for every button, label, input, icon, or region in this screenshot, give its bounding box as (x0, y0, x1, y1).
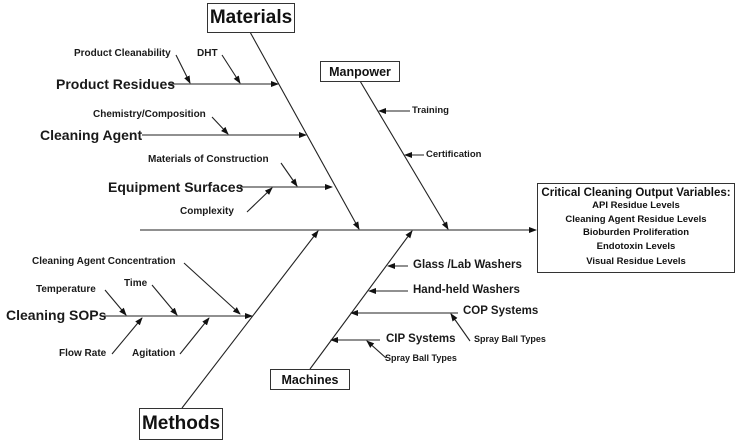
chemistry-arrow (211, 116, 229, 135)
machines-bone (309, 230, 413, 370)
sub-cause-complexity: Complexity (180, 206, 234, 217)
sub-cause-chemistry: Chemistry/Composition (93, 109, 206, 120)
temperature-arrow (104, 289, 127, 316)
complexity-arrow (246, 187, 273, 213)
category-manpower: Manpower (320, 61, 400, 82)
flow-rate-arrow (111, 317, 143, 355)
sub-cause-cip-spray-ball-types: Spray Ball Types (385, 353, 457, 363)
category-machines: Machines (270, 369, 350, 390)
methods-bone (181, 230, 319, 409)
cause-cleaning-agent: Cleaning Agent (40, 127, 143, 143)
time-arrow (151, 284, 178, 316)
materials-bone (249, 31, 360, 230)
sub-cause-agitation: Agitation (132, 348, 176, 359)
product-cleanability-arrow (175, 54, 191, 84)
cause-cip-systems: CIP Systems (386, 333, 456, 345)
agitation-arrow (179, 317, 210, 355)
sub-cause-flow-rate: Flow Rate (59, 348, 107, 359)
category-materials: Materials (207, 3, 295, 33)
dht-arrow (221, 54, 241, 84)
sub-cause-dht: DHT (197, 48, 218, 59)
sub-cause-product-cleanability: Product Cleanability (74, 48, 171, 59)
effect-box: Critical Cleaning Output Variables: API … (537, 183, 735, 273)
category-methods: Methods (139, 408, 223, 440)
effect-title: Critical Cleaning Output Variables: (541, 187, 731, 199)
cip-spray-arrow (366, 340, 387, 359)
concentration-arrow (183, 262, 241, 315)
cause-cop-systems: COP Systems (463, 305, 539, 317)
cause-certification: Certification (426, 149, 482, 160)
cause-equipment-surfaces: Equipment Surfaces (108, 179, 244, 195)
sub-cause-materials-of-construction: Materials of Construction (148, 154, 269, 165)
sub-cause-cop-spray-ball-types: Spray Ball Types (474, 334, 546, 344)
sub-cause-temperature: Temperature (36, 284, 96, 295)
effect-item: Endotoxin Levels (596, 240, 676, 252)
effect-item: Bioburden Proliferation (582, 227, 690, 238)
materials-construction-arrow (280, 162, 298, 187)
cause-hand-held-washers: Hand-held Washers (413, 284, 520, 296)
cause-product-residues: Product Residues (56, 76, 176, 92)
sub-cause-cleaning-agent-concentration: Cleaning Agent Concentration (32, 256, 176, 267)
effect-item: Visual Residue Levels (586, 256, 686, 267)
cop-spray-arrow (450, 313, 471, 342)
cause-cleaning-sops: Cleaning SOPs (6, 307, 107, 323)
effect-item: Cleaning Agent Residue Levels (565, 213, 707, 225)
cause-glass-lab-washers: Glass /Lab Washers (413, 259, 522, 271)
effect-item: API Residue Levels (592, 200, 680, 211)
cause-training: Training (412, 105, 449, 116)
sub-cause-time: Time (124, 278, 148, 289)
